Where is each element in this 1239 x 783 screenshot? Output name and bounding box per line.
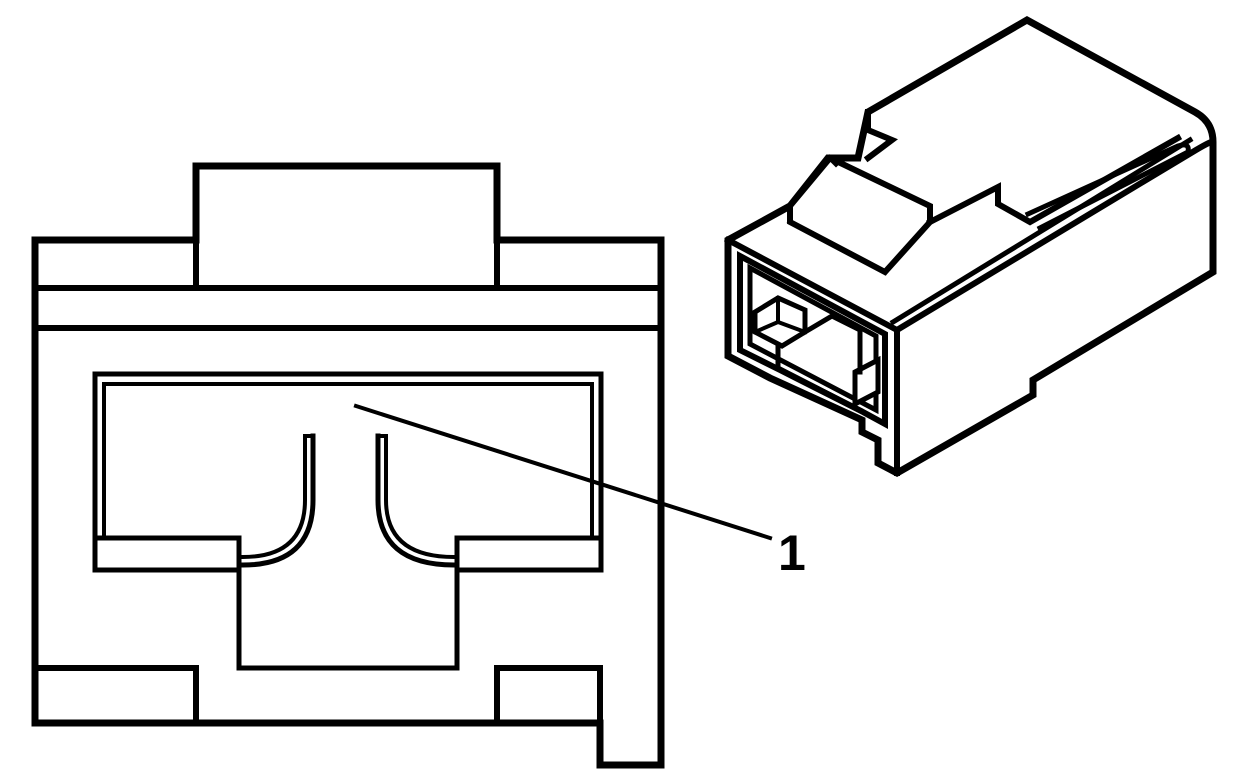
iso-top-edge xyxy=(892,138,1217,335)
front-center-key xyxy=(236,567,460,671)
front-cavity-inner xyxy=(102,382,594,540)
iso-top-edge-inner xyxy=(889,136,1194,326)
callout-1: 1 xyxy=(353,403,806,581)
front-top-latch xyxy=(193,237,500,291)
front-terminal-left-inner xyxy=(240,434,307,560)
connector-front-view xyxy=(31,162,665,769)
front-cavity-base-right xyxy=(454,535,604,573)
iso-center-key xyxy=(775,313,864,414)
iso-terminal-pin-left-top xyxy=(752,296,808,335)
front-housing-outline xyxy=(31,162,665,769)
iso-top-step xyxy=(925,133,1183,227)
iso-top-groove xyxy=(1024,142,1191,232)
front-terminal-left xyxy=(240,433,316,568)
iso-body-silhouette xyxy=(724,15,1217,477)
connector-isometric-view xyxy=(723,15,1217,477)
iso-bottom-tab xyxy=(859,417,882,444)
front-cavity-base xyxy=(92,535,242,573)
iso-latch-face xyxy=(786,154,934,276)
iso-opening-outer xyxy=(737,250,888,430)
callout-leader-line xyxy=(353,403,773,541)
iso-opening-inner xyxy=(747,263,879,415)
front-terminal-right xyxy=(375,433,457,568)
front-terminal-right-inner xyxy=(384,434,457,560)
front-cavity-outer xyxy=(92,371,604,541)
callout-label-1: 1 xyxy=(778,525,806,581)
iso-top-notch xyxy=(863,109,898,163)
